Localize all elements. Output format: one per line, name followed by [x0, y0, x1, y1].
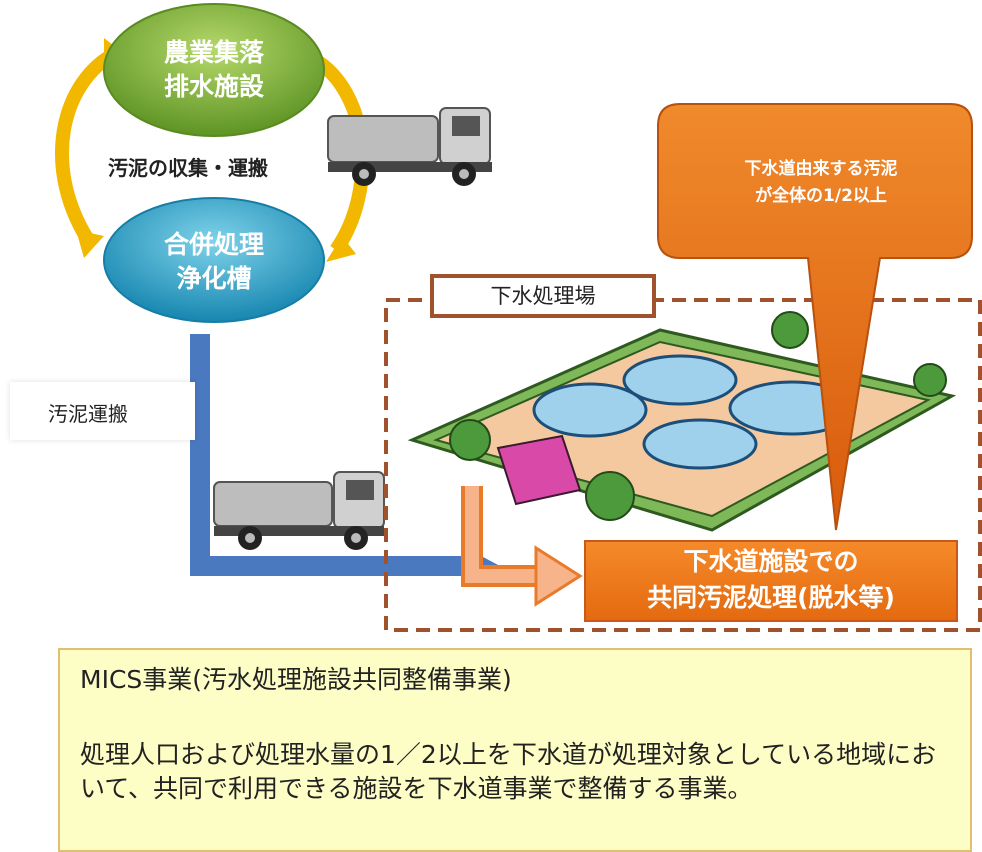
septic-tank-node [103, 197, 325, 323]
callout-line1: 下水道由来する汚泥 [744, 159, 898, 179]
plant-label: 下水処理場 [490, 284, 596, 308]
info-box [58, 648, 972, 852]
septic-tank-line2: 浄化槽 [176, 264, 252, 293]
joint-treatment-box [584, 540, 958, 622]
joint-treatment-label: 下水道施設での 共同汚泥処理(脱水等) [584, 544, 958, 616]
plant-label-box [430, 274, 656, 318]
callout-bubble [657, 103, 973, 531]
septic-tank-line1: 合併処理 [163, 230, 264, 259]
callout-text: 下水道由来する汚泥 が全体の1/2以上 [676, 156, 966, 210]
callout-line2: が全体の1/2以上 [755, 186, 887, 206]
haul-label: 汚泥運搬 [48, 402, 128, 426]
haul-label-box [10, 382, 195, 440]
tank-truck-icon [213, 471, 385, 550]
septic-tank-label: 合併処理 浄化槽 [104, 228, 324, 296]
agri-drainage-node [103, 3, 325, 137]
tank-truck-icon [327, 107, 492, 186]
agri-drainage-line1: 農業集落 [163, 38, 264, 67]
treatment-plant-boundary [384, 298, 982, 632]
collect-transport-label: 汚泥の収集・運搬 [108, 156, 268, 180]
treatment-plant-icon [407, 311, 957, 532]
info-body: 処理人口および処理水量の1／2以上を下水道が処理対象としている地域において、共同… [80, 740, 937, 803]
joint-treatment-arrow [461, 486, 583, 607]
joint-treatment-line2: 共同汚泥処理(脱水等) [647, 583, 895, 612]
joint-treatment-line1: 下水道施設での [683, 547, 859, 576]
agri-drainage-label: 農業集落 排水施設 [104, 36, 324, 104]
info-title: MICS事業(汚水処理施設共同整備事業) [80, 665, 512, 694]
agri-drainage-line2: 排水施設 [163, 72, 264, 101]
